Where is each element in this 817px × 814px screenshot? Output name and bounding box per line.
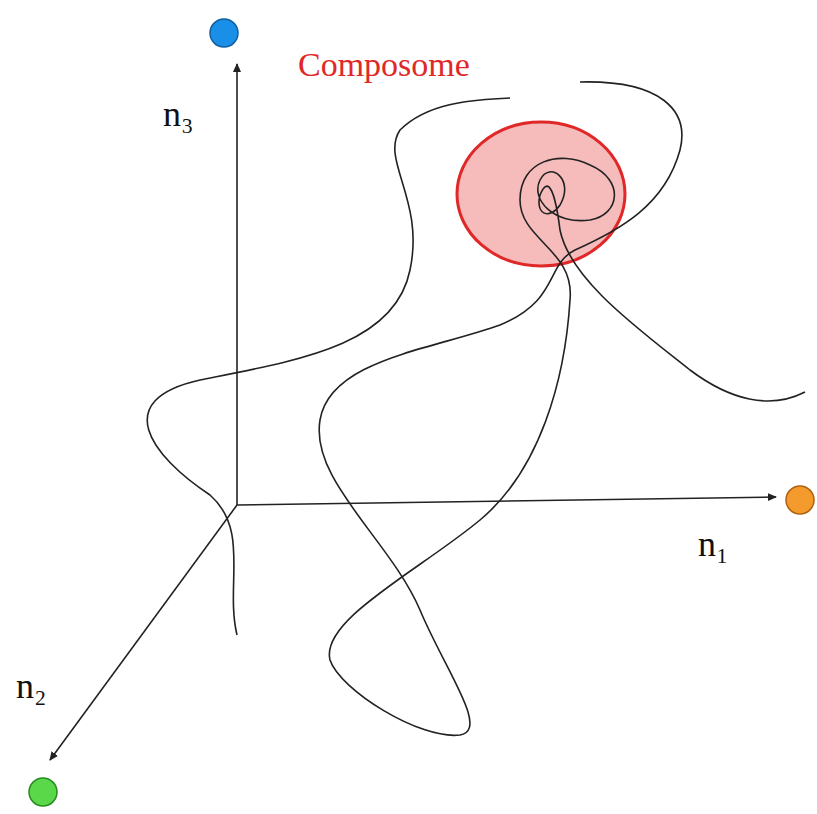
axis-n2 bbox=[50, 505, 237, 760]
axis-n3 bbox=[236, 64, 238, 505]
orange-dot bbox=[786, 486, 814, 514]
axis-label: n₂ bbox=[16, 668, 47, 704]
axis-n1 bbox=[237, 497, 776, 505]
region-label: Composome bbox=[298, 48, 470, 82]
blue-dot bbox=[210, 19, 238, 47]
green-dot bbox=[29, 778, 57, 806]
axis-label: n₁ bbox=[698, 526, 729, 562]
trajectory-lines bbox=[147, 82, 805, 735]
axis-label: n₃ bbox=[163, 96, 194, 132]
